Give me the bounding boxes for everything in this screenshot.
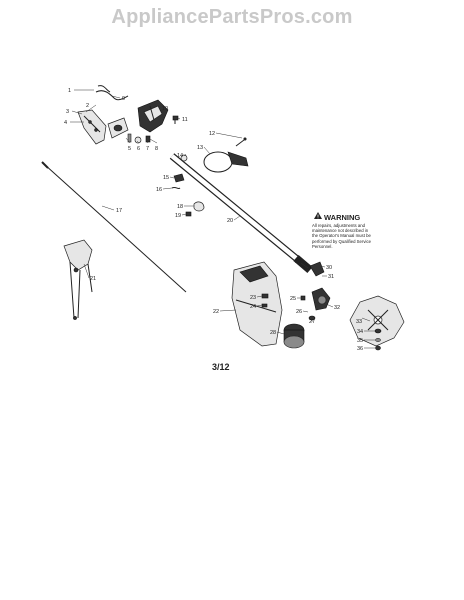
callout-7: 7	[146, 146, 149, 152]
callout-32: 32	[334, 305, 340, 311]
callout-15: 15	[163, 175, 169, 181]
callout-36: 36	[357, 346, 363, 352]
flexible-drive-shaft	[41, 161, 187, 293]
callout-27: 27	[309, 319, 315, 325]
callout-12: 12	[209, 131, 215, 137]
trimmer-head	[283, 323, 305, 349]
warning-line: Personnel.	[312, 243, 333, 249]
callout-30: 30	[326, 265, 332, 271]
assist-handle	[203, 137, 249, 173]
callout-19: 19	[175, 213, 181, 219]
warning-line: All repairs, adjustments and	[312, 223, 366, 228]
blade-hardware	[374, 328, 382, 351]
callout-6: 6	[137, 146, 140, 152]
trigger-housing	[137, 99, 169, 133]
callout-5: 5	[128, 146, 131, 152]
callout-2: 2	[86, 103, 89, 109]
callout-20: 20	[227, 218, 233, 224]
callout-33: 33	[356, 319, 362, 325]
drive-shaft-tube	[169, 153, 313, 274]
screw	[172, 115, 179, 124]
clamp-hardware	[171, 154, 205, 217]
callout-16: 16	[156, 187, 162, 193]
cutting-blade	[349, 295, 405, 347]
blade-guard	[231, 261, 283, 347]
callout-4: 4	[64, 120, 67, 126]
callout-11: 11	[182, 117, 188, 123]
callout-34: 34	[357, 329, 363, 335]
warning-line: performed by Qualified Service	[312, 238, 371, 244]
watermark: AppliancePartsPros.com	[111, 6, 353, 28]
handle-hardware	[107, 117, 151, 144]
callout-8: 8	[155, 146, 158, 152]
throttle-cable	[95, 85, 129, 101]
callout-31: 31	[328, 274, 334, 280]
callout-23: 23	[250, 295, 256, 301]
warning-line: maintenance not described in	[312, 228, 369, 234]
callout-22: 22	[213, 309, 219, 315]
warning-line: the Operator's Manual must be	[312, 233, 371, 239]
callout-10: 10	[162, 106, 168, 112]
shoulder-strap	[63, 239, 93, 320]
callout-18: 18	[177, 204, 183, 210]
callout-labels: 1 2 3 4 5 6 7 8 9 10 11 12 13 14 15 16 1…	[64, 88, 363, 352]
warning-triangle-icon	[314, 212, 322, 219]
warning-title: WARNING	[324, 213, 361, 222]
callout-3: 3	[66, 109, 69, 115]
callout-17: 17	[116, 208, 122, 214]
gearbox	[300, 261, 331, 321]
warning-notice: WARNING All repairs, adjustments and mai…	[312, 213, 412, 249]
callout-29: 29	[295, 259, 301, 265]
page-number: 3/12	[212, 362, 230, 372]
callout-1: 1	[68, 88, 71, 94]
callout-35: 35	[357, 338, 363, 344]
callout-28: 28	[270, 330, 276, 336]
callout-14: 14	[177, 153, 183, 159]
callout-24: 24	[250, 304, 256, 310]
warning-text: All repairs, adjustments and maintenance…	[312, 223, 412, 249]
callout-13: 13	[197, 145, 203, 151]
callout-21: 21	[90, 276, 96, 282]
leader-lines	[70, 89, 375, 349]
callout-9: 9	[122, 96, 125, 102]
callout-26: 26	[296, 309, 302, 315]
handle-assembly	[77, 109, 107, 145]
callout-25: 25	[290, 296, 296, 302]
